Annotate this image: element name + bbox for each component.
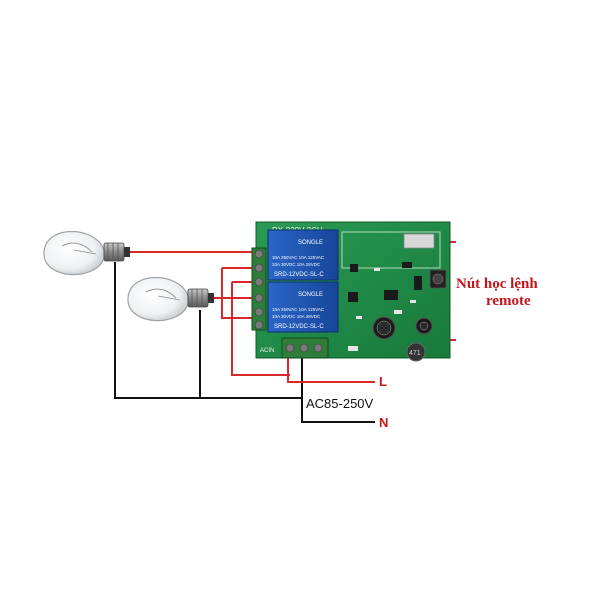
pcb-components [348,262,422,351]
light-bulb-1 [43,231,130,276]
inductor-label: 471 [409,350,421,357]
learn-button-label-line2: remote [486,293,531,309]
relay-1-model: SRD-12VDC-SL-C [274,272,324,278]
relay-2-rating-2: 10A 30VDC 10A 28VDC [272,314,321,319]
neutral-label: N [379,415,388,430]
terminal-label: ACIN [260,348,274,354]
relay-2-model: SRD-12VDC-SL-C [274,324,324,330]
neutral-wire-terminal [301,356,375,423]
learn-button-label-line1: Nút học lệnh [456,276,538,292]
live-wire-relay-feed [231,282,290,376]
relay-1-rating-1: 10A 250VAC 10A 125VAC [272,255,325,260]
relay-2-brand: SONGLE [298,292,323,298]
neutral-wire-bulb1 [114,262,302,399]
relay-1: SONGLE 10A 250VAC 10A 125VAC 10A 30VDC 1… [267,229,339,281]
neutral-wires [114,262,375,423]
live-wire-L [287,356,375,383]
relay-2: SONGLE 10A 250VAC 10A 125VAC 10A 30VDC 1… [267,281,339,333]
capacitors [372,316,433,340]
light-bulb-2 [127,277,214,322]
voltage-label: AC85-250V [306,396,374,411]
relay-1-brand: SONGLE [298,240,323,246]
relay-2-rating-1: 10A 250VAC 10A 125VAC [272,307,325,312]
relay-1-rating-2: 10A 30VDC 10A 28VDC [272,262,321,267]
output-terminal-block [251,247,267,331]
inductor: 471 [406,342,426,362]
learn-button [429,269,447,289]
live-wire-loop [221,268,262,319]
input-terminal-block: ACIN [260,337,329,359]
live-label: L [379,374,387,389]
relay-module-board: RX-220V-2CH SONGLE 10A 250VAC 10A 125VAC… [251,221,451,362]
